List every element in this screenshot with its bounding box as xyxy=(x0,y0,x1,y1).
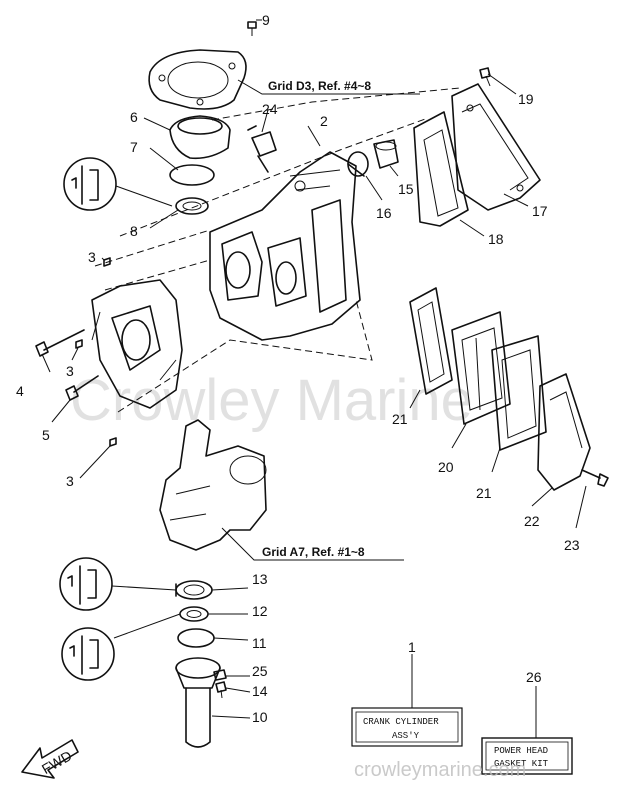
bolt-5 xyxy=(65,375,99,401)
callout-10: 10 xyxy=(252,709,268,725)
thermostat-16 xyxy=(347,151,369,177)
callout-3a: 3 xyxy=(88,249,96,265)
bolt-23 xyxy=(581,469,609,487)
dowel-3c xyxy=(109,437,117,447)
callout-19: 19 xyxy=(518,91,534,107)
gasket-18 xyxy=(413,111,469,227)
guide-line xyxy=(119,117,429,237)
watermark-center: Crowley Marine xyxy=(70,368,473,433)
callout-14: 14 xyxy=(252,683,268,699)
o-ring-11 xyxy=(177,628,215,648)
seal-detail-bottom xyxy=(61,613,181,681)
screw-9 xyxy=(247,21,257,36)
gasket-box-line1: POWER HEAD xyxy=(494,746,548,756)
callout-1: 1 xyxy=(408,639,416,655)
thermostat-cap-15 xyxy=(373,139,399,169)
crank-box-line1: CRANK CYLINDER xyxy=(363,717,439,727)
callout-12: 12 xyxy=(252,603,268,619)
callout-3c: 3 xyxy=(66,473,74,489)
gasket-box-line2: GASKET KIT xyxy=(494,759,549,769)
seal-housing-6 xyxy=(169,115,231,160)
guide-line xyxy=(104,259,211,291)
callout-16: 16 xyxy=(376,205,392,221)
callout-3b: 3 xyxy=(66,363,74,379)
guide-line xyxy=(117,299,373,413)
callout-20: 20 xyxy=(438,459,454,475)
reference-upper: Grid D3, Ref. #4~8 xyxy=(268,79,371,93)
bolt-4 xyxy=(35,329,85,357)
callout-23: 23 xyxy=(564,537,580,553)
oil-seal-12 xyxy=(179,606,209,622)
crankcase-half xyxy=(91,279,183,409)
seal-detail-middle xyxy=(59,557,177,611)
bolt-14 xyxy=(215,681,227,699)
callout-25: 25 xyxy=(252,663,268,679)
o-ring-7 xyxy=(169,164,215,186)
fwd-label: FWD xyxy=(39,747,75,777)
cover-22 xyxy=(537,373,591,491)
callout-6: 6 xyxy=(130,109,138,125)
gasket-21b xyxy=(491,335,547,451)
exhaust-cover-17 xyxy=(451,83,541,211)
callout-13: 13 xyxy=(252,571,268,587)
dowel-3b xyxy=(75,339,83,349)
spark-plug-24 xyxy=(247,125,277,173)
callout-7: 7 xyxy=(130,139,138,155)
top-cover-plate xyxy=(148,49,247,110)
callout-17: 17 xyxy=(532,203,548,219)
gasket-21a xyxy=(409,287,453,395)
callout-24: 24 xyxy=(262,101,278,117)
bushing-tube-10 xyxy=(175,657,221,748)
bolt-19 xyxy=(479,67,491,87)
crank-cylinder-assy-box: CRANK CYLINDER ASS'Y xyxy=(351,707,463,747)
callout-9: 9 xyxy=(262,12,270,28)
fwd-arrow-icon: FWD xyxy=(21,739,79,779)
reference-lower: Grid A7, Ref. #1~8 xyxy=(262,545,365,559)
callout-21a: 21 xyxy=(392,411,408,427)
nut-25 xyxy=(213,669,227,681)
callout-21b: 21 xyxy=(476,485,492,501)
seal-detail-top xyxy=(63,157,173,211)
oil-seal-13 xyxy=(175,580,213,600)
callout-8: 8 xyxy=(130,223,138,239)
guide-line xyxy=(211,87,461,121)
callout-15: 15 xyxy=(398,181,414,197)
callout-11: 11 xyxy=(252,635,267,651)
callout-2: 2 xyxy=(320,113,328,129)
guide-line xyxy=(94,229,211,267)
lower-unit-reference xyxy=(159,419,267,551)
callout-22: 22 xyxy=(524,513,540,529)
crank-box-line2: ASS'Y xyxy=(392,731,420,741)
cylinder-block-2 xyxy=(209,151,361,341)
callout-4: 4 xyxy=(16,383,24,399)
plate-20 xyxy=(451,311,511,425)
oil-seal-8 xyxy=(175,197,209,215)
power-head-gasket-kit-box: POWER HEAD GASKET KIT xyxy=(481,737,573,775)
watermark-footer: crowleymarine.com xyxy=(354,759,526,781)
callout-18: 18 xyxy=(488,231,504,247)
dowel-3a xyxy=(103,257,111,267)
callout-26: 26 xyxy=(526,669,542,685)
callout-5: 5 xyxy=(42,427,50,443)
